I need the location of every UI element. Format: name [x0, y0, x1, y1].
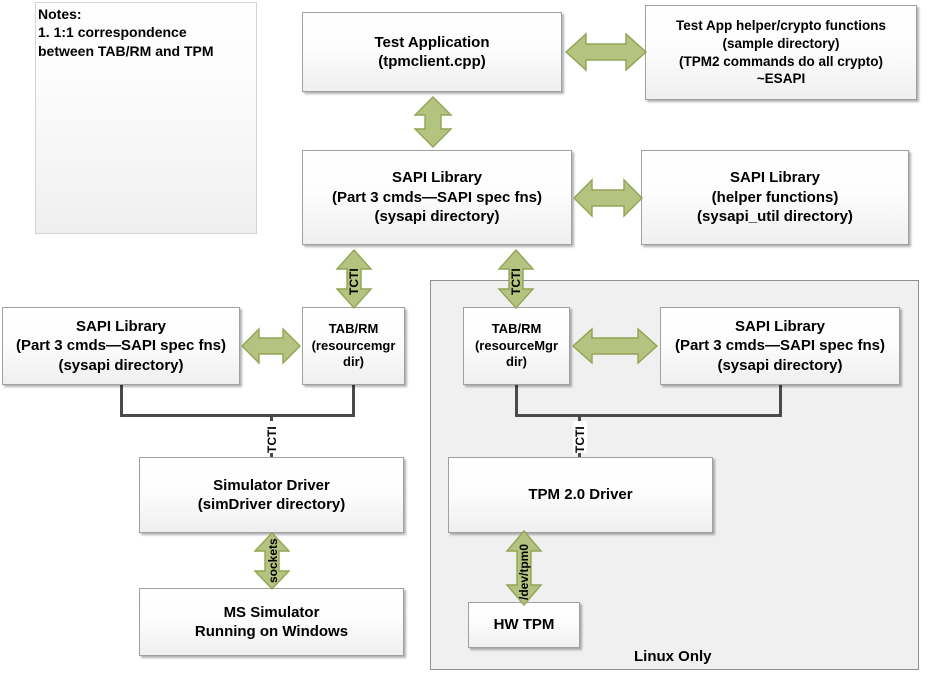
box-line: dir) [506, 354, 527, 370]
bracket-linux-right-stem [779, 385, 782, 417]
tcti-label-sapi-tabrm-windows: TCTI [347, 268, 361, 295]
box-line: (sysapi directory) [58, 356, 184, 374]
box-line: (TPM2 commands do all crypto) [678, 53, 884, 69]
box-line: SAPI Library [75, 317, 167, 335]
notes-title: Notes: [38, 6, 82, 22]
bracket-windows-right-stem [352, 385, 355, 417]
box-line: TPM 2.0 Driver [528, 486, 633, 504]
dev-tpm0-label: /dev/tpm0 [517, 543, 531, 600]
box-sapi-library-helper[interactable]: SAPI Library (helper functions) (sysapi_… [641, 150, 909, 245]
notes-text: Notes: 1. 1:1 correspondence between TAB… [38, 5, 258, 60]
box-line: Test App helper/crypto functions [675, 18, 886, 34]
box-line: SAPI Library [734, 317, 826, 335]
box-line: TAB/RM [328, 320, 379, 336]
box-line: (sysapi_util directory) [697, 208, 853, 226]
box-line: SAPI Library [391, 169, 483, 187]
arrow-sapi-to-tabrm-linux [495, 248, 537, 310]
arrow-sapi-to-tabrm-windows [333, 248, 375, 310]
box-line: TAB/RM [491, 320, 542, 336]
box-test-application[interactable]: Test Application (tpmclient.cpp) [302, 12, 562, 92]
box-line: (sysapi directory) [717, 356, 843, 374]
box-line: (Part 3 cmds—SAPI spec fns) [15, 337, 227, 355]
notes-item-1: 1. 1:1 correspondence [38, 24, 187, 41]
box-line: (sysapi directory) [374, 208, 500, 226]
linux-only-label: Linux Only [634, 648, 712, 665]
box-hw-tpm[interactable]: HW TPM [468, 602, 580, 648]
bracket-windows-left-stem [120, 385, 123, 417]
box-line: (simDriver directory) [197, 496, 346, 513]
box-tabrm-linux[interactable]: TAB/RM (resourceMgr dir) [463, 307, 570, 385]
arrow-tabrm-linux-to-sapi [571, 325, 659, 367]
bracket-linux-crossbar [515, 414, 782, 417]
box-sapi-library-windows[interactable]: SAPI Library (Part 3 cmds—SAPI spec fns)… [2, 307, 240, 385]
bracket-windows-crossbar [120, 414, 355, 417]
arrow-sapi-windows-to-tabrm [241, 325, 301, 367]
box-line: (tpmclient.cpp) [378, 53, 486, 70]
box-line: HW TPM [493, 616, 555, 634]
arrow-dev-tpm0 [503, 529, 545, 607]
bracket-linux-left-stem [515, 385, 518, 417]
tcti-label-sapi-tabrm-linux: TCTI [509, 268, 523, 295]
box-line: SAPI Library [729, 169, 821, 187]
box-sapi-library-main[interactable]: SAPI Library (Part 3 cmds—SAPI spec fns)… [302, 150, 572, 245]
tcti-label-linux-driver: TCTI [573, 421, 587, 453]
box-line: Simulator Driver [213, 476, 330, 494]
box-ms-simulator[interactable]: MS Simulator Running on Windows [139, 588, 404, 656]
arrow-testapp-to-sapi [411, 96, 455, 148]
box-line: ~ESAPI [756, 71, 806, 87]
box-simulator-driver[interactable]: Simulator Driver (simDriver directory) [139, 457, 404, 533]
box-test-app-helper[interactable]: Test App helper/crypto functions (sample… [645, 5, 917, 100]
box-line: (sample directory) [722, 35, 840, 51]
box-line: (Part 3 cmds—SAPI spec fns) [674, 337, 886, 355]
box-sapi-library-linux[interactable]: SAPI Library (Part 3 cmds—SAPI spec fns)… [660, 307, 900, 385]
box-line: dir) [343, 354, 364, 370]
box-line: (Part 3 cmds—SAPI spec fns) [331, 188, 543, 206]
tcti-label-windows-driver: TCTI [265, 421, 279, 453]
box-line: (resourcemgr [311, 337, 396, 353]
notes-item-2: between TAB/RM and TPM [38, 42, 214, 59]
box-tabrm-windows[interactable]: TAB/RM (resourcemgr dir) [302, 307, 405, 385]
box-line: MS Simulator [223, 603, 320, 621]
box-line: Running on Windows [194, 623, 349, 640]
sockets-label: sockets [266, 538, 280, 583]
arrow-sapi-to-sapi-helper [573, 176, 643, 220]
box-line: (helper functions) [711, 188, 839, 206]
box-tpm-driver[interactable]: TPM 2.0 Driver [448, 457, 713, 533]
arrow-sockets [251, 531, 293, 591]
box-line: (resourceMgr [474, 337, 559, 353]
box-line: Test Application [374, 33, 490, 51]
notes-panel [35, 2, 257, 234]
arrow-testapp-to-helper [564, 30, 648, 74]
